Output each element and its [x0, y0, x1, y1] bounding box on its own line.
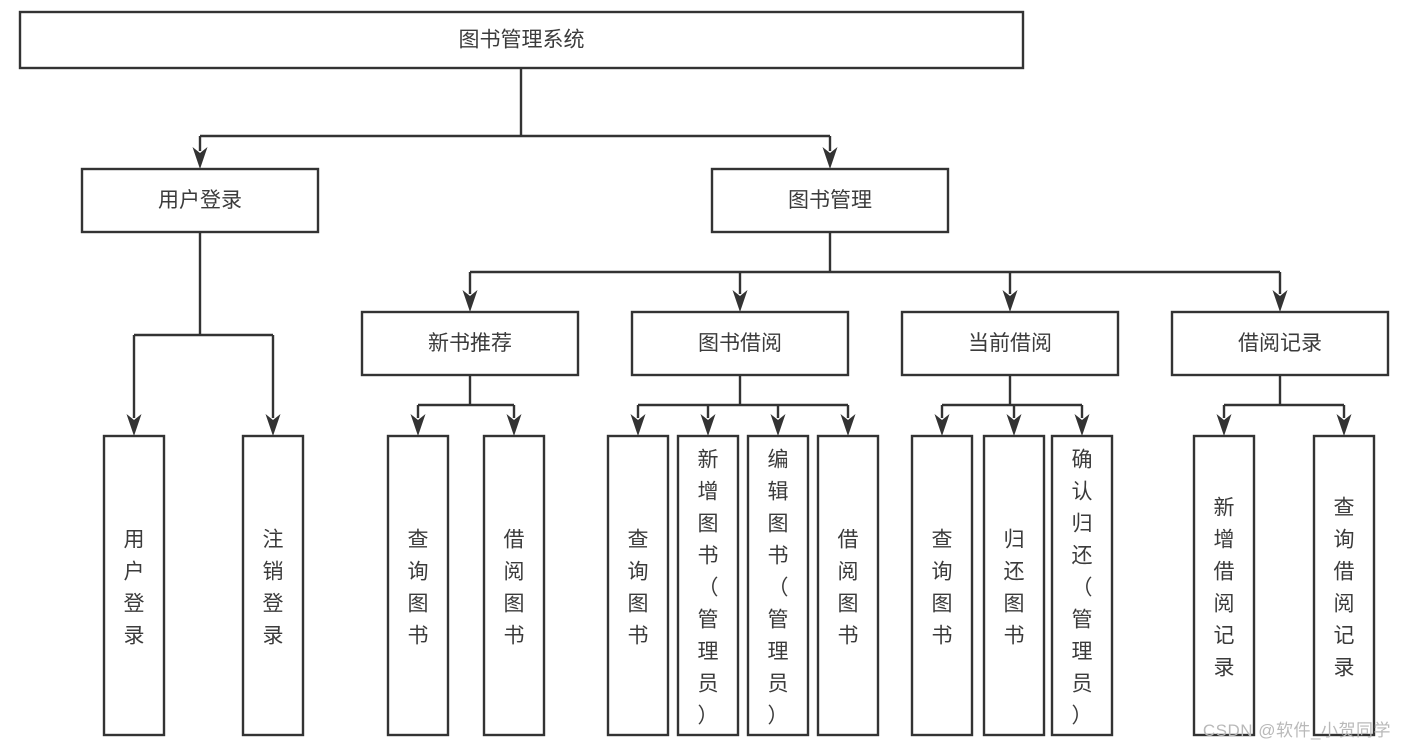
node-box[interactable] — [910, 434, 974, 737]
node-leaf-logout[interactable]: 注销登录 — [241, 434, 305, 737]
node-label: 借阅图书 — [504, 528, 525, 647]
node-box[interactable] — [482, 434, 546, 737]
arrow-head-icon — [126, 414, 142, 436]
connector-group-userlogin-to-leaves — [126, 232, 281, 436]
node-label: 编辑图书（管理员） — [768, 448, 789, 727]
node-box[interactable] — [386, 434, 450, 737]
node-label: 查询图书 — [628, 528, 649, 647]
node-label: 用户登录 — [124, 528, 145, 647]
node-label: 用户登录 — [158, 189, 242, 212]
node-new-book-rec[interactable]: 新书推荐 — [360, 310, 580, 377]
arrow-head-icon — [192, 147, 208, 169]
node-leaf-user-login[interactable]: 用户登录 — [102, 434, 166, 737]
watermark-text: CSDN @软件_小贺同学 — [1202, 721, 1391, 740]
node-box[interactable] — [982, 434, 1046, 737]
arrow-head-icon — [1074, 414, 1090, 436]
connector-group-bookmanage-to-level2 — [462, 232, 1288, 312]
node-label: 确认归还（管理员） — [1072, 448, 1093, 727]
arrow-head-icon — [732, 290, 748, 312]
node-box[interactable] — [900, 310, 1120, 377]
node-book-manage[interactable]: 图书管理 — [710, 167, 950, 234]
arrow-head-icon — [1336, 414, 1352, 436]
arrow-head-icon — [770, 414, 786, 436]
node-box[interactable] — [241, 434, 305, 737]
node-leaf-query-record[interactable]: 查询借阅记录 — [1312, 434, 1376, 737]
connector-group-bookborrow-to-leaves — [630, 375, 856, 436]
node-box[interactable] — [18, 10, 1025, 70]
connector-group-newbookrec-to-leaves — [410, 375, 522, 436]
arrow-head-icon — [1002, 290, 1018, 312]
arrow-head-icon — [822, 147, 838, 169]
node-label: 图书管理 — [788, 189, 872, 212]
node-box[interactable] — [630, 310, 850, 377]
node-leaf-return-book[interactable]: 归还图书 — [982, 434, 1046, 737]
node-box[interactable] — [1192, 434, 1256, 737]
node-box[interactable] — [102, 434, 166, 737]
node-label: 新书推荐 — [428, 332, 512, 355]
node-leaf-query-book-3[interactable]: 查询图书 — [910, 434, 974, 737]
node-leaf-borrow-book-2[interactable]: 借阅图书 — [816, 434, 880, 737]
connector-group-borrowrecord-to-leaves — [1216, 375, 1352, 436]
node-box[interactable] — [1170, 310, 1390, 377]
node-leaf-borrow-book-1[interactable]: 借阅图书 — [482, 434, 546, 737]
node-label: 查询借阅记录 — [1334, 496, 1355, 679]
arrow-head-icon — [700, 414, 716, 436]
node-leaf-confirm-return[interactable]: 确认归还（管理员） — [1050, 434, 1114, 737]
arrow-head-icon — [462, 290, 478, 312]
node-label: 借阅记录 — [1238, 332, 1322, 355]
arrow-head-icon — [265, 414, 281, 436]
node-layer: 图书管理系统用户登录图书管理新书推荐图书借阅当前借阅借阅记录用户登录注销登录查询… — [18, 10, 1390, 737]
node-label: 图书借阅 — [698, 332, 782, 355]
node-box[interactable] — [1050, 434, 1114, 737]
arrow-head-icon — [934, 414, 950, 436]
arrow-head-icon — [1006, 414, 1022, 436]
arrow-head-icon — [840, 414, 856, 436]
node-leaf-query-book-2[interactable]: 查询图书 — [606, 434, 670, 737]
node-label: 注销登录 — [263, 528, 284, 647]
node-current-borrow[interactable]: 当前借阅 — [900, 310, 1120, 377]
node-box[interactable] — [360, 310, 580, 377]
node-box[interactable] — [816, 434, 880, 737]
arrow-head-icon — [410, 414, 426, 436]
node-label: 当前借阅 — [968, 332, 1052, 355]
arrow-head-icon — [506, 414, 522, 436]
node-borrow-record[interactable]: 借阅记录 — [1170, 310, 1390, 377]
node-label: 查询图书 — [932, 528, 953, 647]
connector-group-currentborrow-to-leaves — [934, 375, 1090, 436]
node-leaf-edit-book[interactable]: 编辑图书（管理员） — [746, 434, 810, 737]
node-label: 查询图书 — [408, 528, 429, 647]
node-leaf-query-book-1[interactable]: 查询图书 — [386, 434, 450, 737]
node-book-borrow[interactable]: 图书借阅 — [630, 310, 850, 377]
arrow-head-icon — [1272, 290, 1288, 312]
arrow-head-icon — [1216, 414, 1232, 436]
connector-group-root-to-level1 — [192, 68, 838, 169]
node-label: 图书管理系统 — [459, 29, 585, 52]
arrow-head-icon — [630, 414, 646, 436]
node-label: 借阅图书 — [838, 528, 859, 647]
node-label: 新增借阅记录 — [1214, 496, 1235, 679]
node-leaf-add-record[interactable]: 新增借阅记录 — [1192, 434, 1256, 737]
node-box[interactable] — [746, 434, 810, 737]
node-box[interactable] — [710, 167, 950, 234]
node-box[interactable] — [606, 434, 670, 737]
node-leaf-add-book[interactable]: 新增图书（管理员） — [676, 434, 740, 737]
connector-layer — [126, 68, 1352, 436]
node-label: 归还图书 — [1004, 528, 1025, 647]
node-box[interactable] — [676, 434, 740, 737]
node-box[interactable] — [1312, 434, 1376, 737]
node-user-login[interactable]: 用户登录 — [80, 167, 320, 234]
node-label: 新增图书（管理员） — [698, 448, 719, 727]
node-root[interactable]: 图书管理系统 — [18, 10, 1025, 70]
node-box[interactable] — [80, 167, 320, 234]
